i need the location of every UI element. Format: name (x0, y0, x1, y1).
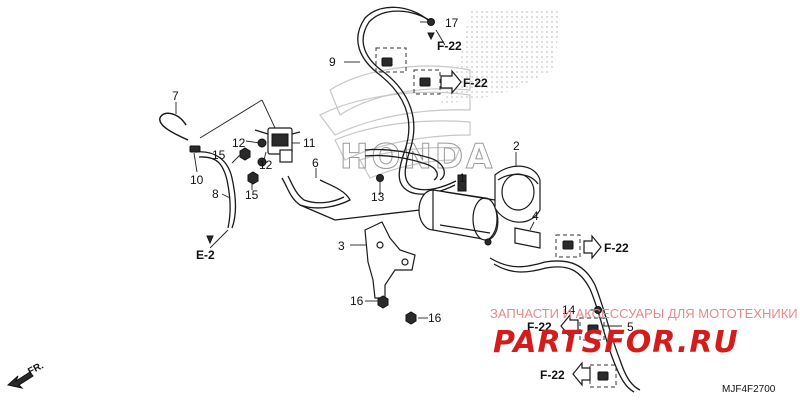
front-direction-label: FR. (26, 360, 46, 377)
callout-16b: 16 (428, 311, 442, 325)
callout-4: 4 (532, 209, 539, 223)
callout-15b: 15 (245, 188, 259, 202)
watermark-logo: PARTSFOR.RU (493, 325, 739, 360)
callout-8: 8 (212, 187, 219, 201)
callout-14: 14 (562, 303, 576, 317)
callout-1: 1 (459, 171, 466, 185)
callout-16a: 16 (350, 294, 364, 308)
callout-10: 10 (190, 173, 204, 187)
nut-16a (377, 295, 389, 309)
ref-e2: E-2 (196, 248, 215, 262)
leader-lines (175, 21, 622, 327)
callout-9: 9 (329, 55, 336, 69)
dashed-box-lower (579, 317, 605, 341)
arrow-left-bottom (572, 361, 591, 387)
arrow-down-e2 (206, 235, 214, 245)
arrow-right-upper (440, 69, 462, 95)
callout-3: 3 (338, 239, 345, 253)
clip-lower (587, 324, 609, 381)
callout-15a: 15 (212, 148, 226, 162)
clip-mid-right (562, 240, 574, 250)
honda-brand-mark: HONDA (340, 137, 495, 177)
ref-f22-mid-right: F-22 (604, 241, 629, 255)
band-2 (494, 165, 541, 223)
tube-9 (357, 6, 456, 195)
dashed-box-upper-2 (413, 69, 441, 95)
callout-2: 2 (513, 139, 520, 153)
arrow-left-lower (560, 313, 579, 339)
front-direction-arrow: FR. (6, 360, 46, 389)
clamp-13 (376, 174, 384, 182)
ref-f22-bottom: F-22 (540, 368, 565, 382)
callout-5: 5 (627, 320, 634, 334)
tube-6 (281, 177, 351, 209)
clip-upper (381, 57, 431, 87)
callout-17: 17 (445, 16, 459, 30)
callout-13: 13 (371, 190, 385, 204)
bracket-3 (364, 221, 416, 299)
solenoid-valve-11 (254, 127, 301, 163)
watermark-text: ЗАПЧАСТИ И АКСЕССУАРЫ ДЛЯ МОТОТЕХНИКИ (490, 306, 798, 321)
dashed-box-upper (375, 47, 407, 73)
callout-11: 11 (303, 136, 316, 150)
clamp-17 (427, 18, 435, 26)
ref-f22-upper-arrow: F-22 (463, 76, 488, 90)
diagram-code: MJF4F2700 (722, 384, 776, 395)
tube-5 (489, 257, 641, 391)
tube-8 (194, 151, 237, 229)
nut-15b (247, 171, 259, 185)
nut-16b (405, 311, 417, 325)
callout-12b: 12 (259, 158, 273, 172)
tube-4 (514, 227, 541, 249)
ref-f22-top: F-22 (437, 39, 462, 53)
clamp-14 (594, 306, 602, 314)
nut-15a (239, 147, 251, 161)
arrow-down-top (427, 32, 435, 41)
dashed-box-mid-right (555, 234, 581, 258)
callout-6: 6 (312, 156, 319, 170)
tube-branch (364, 148, 445, 181)
joint-10 (189, 145, 201, 153)
callout-12a: 12 (232, 136, 246, 150)
arrow-right-mid (583, 234, 602, 260)
ref-f22-lower-left: F-22 (527, 320, 552, 334)
canister-1 (418, 174, 499, 246)
callout-7: 7 (172, 89, 179, 103)
